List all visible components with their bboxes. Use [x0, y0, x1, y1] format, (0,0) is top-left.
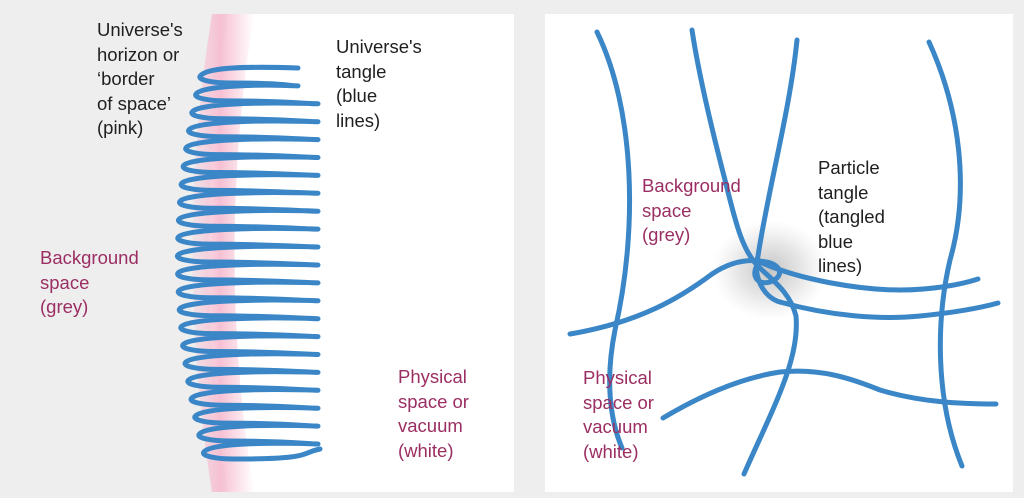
vertical-strand-3 [754, 37, 800, 305]
horizontal-strand-lower [777, 299, 1001, 320]
horizon-label: Universe's horizon or ‘border of space’ … [97, 19, 183, 138]
right-background-space-label: Background space (grey) [642, 175, 741, 245]
vertical-strand-1 [594, 29, 633, 451]
horizontal-strand-bottom [660, 368, 999, 421]
universe-tangle-coil [174, 64, 323, 462]
left-physical-space-label: Physical space or vacuum (white) [398, 366, 469, 461]
particle-background-fuzz [712, 220, 828, 320]
horizontal-strand-upper [757, 259, 981, 293]
particle-tangle-label: Particle tangle (tangled blue lines) [818, 157, 885, 276]
left-panel [174, 14, 514, 492]
vertical-strand-4 [926, 39, 965, 469]
right-panel [545, 14, 1013, 492]
left-background-space-label: Background space (grey) [40, 247, 139, 317]
right-physical-space-label: Physical space or vacuum (white) [583, 367, 654, 462]
universe-tangle-label: Universe's tangle (blue lines) [336, 36, 422, 131]
loop-strand [567, 258, 782, 337]
vertical-strand-2 [689, 27, 799, 477]
